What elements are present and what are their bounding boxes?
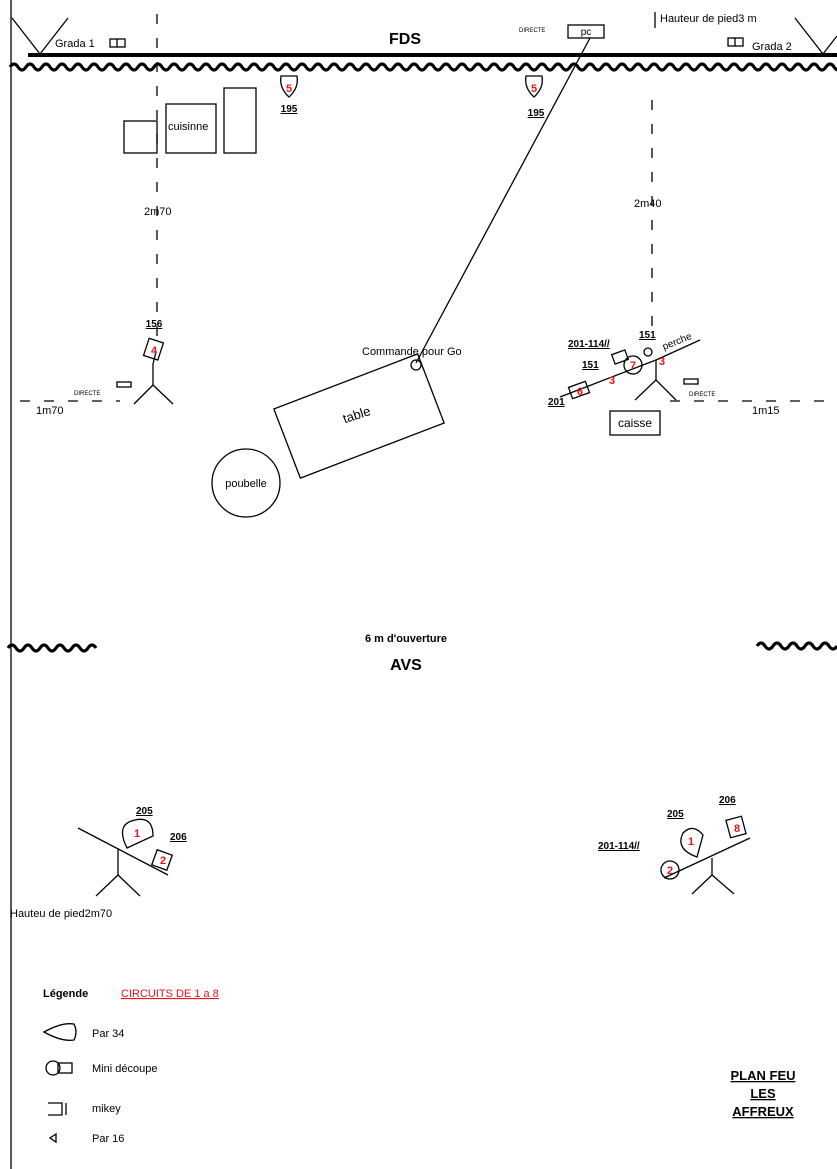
legend-par34-icon [42,1023,77,1041]
pc-box [567,24,605,39]
par34-icon [680,827,704,858]
actor-bottom-left [77,827,169,897]
gel-br-205: 205 [667,809,684,820]
mikey-icon [150,848,174,872]
actor-right [559,339,701,401]
bin-label: poubelle [225,478,267,490]
height-bottom-label: Hauteu de pied2m70 [10,908,112,920]
mikey-icon [567,380,591,400]
circuit-left-actor: 4 [151,345,158,357]
actor-bottom-right [663,837,751,895]
par34-icon [121,818,154,849]
legend-mikey-icon [48,1102,67,1116]
measure-right-side: 1m15 [752,405,780,417]
plan-title-3: AFFREUX [732,1104,794,1119]
command-cable [415,37,591,364]
legend-mikey: mikey [92,1103,121,1115]
command-button [410,359,422,371]
measure-left-side: 1m70 [36,405,64,417]
plan-title-1: PLAN FEU [731,1068,796,1083]
truss-right-leg [794,17,824,55]
directe-right: DIRECTE [689,392,715,398]
table-label: table [341,403,372,426]
grada-left-label: Grada 1 [55,38,95,50]
circuit-right-7: 7 [630,360,636,372]
circuit-right-3b: 3 [609,375,615,387]
truss-right-leg [822,35,837,55]
gel-right-main: 201-114// [568,339,610,350]
pole-label: perche [661,331,694,353]
par34-icon [280,75,298,98]
truss-left-leg [11,17,41,55]
command-label: Commande pour Go [362,346,462,358]
plan-title-2: LES [750,1086,776,1101]
curtain-top [8,62,837,72]
gel-br-206: 206 [719,795,736,806]
circuit-right-3a: 3 [659,356,665,368]
legend-mini-icon [45,1060,61,1076]
directe-plug-left [116,381,132,388]
height-top-label: Hauteur de pied3 m [660,13,757,25]
kitchen-block-3 [223,87,257,154]
legend-mini: Mini découpe [92,1063,157,1075]
mini-decoupe-icon [623,355,643,375]
kitchen-block-1 [123,120,158,154]
mini-decoupe-icon [660,860,680,880]
legend-par16-icon [48,1132,57,1144]
par16-icon [643,347,653,357]
avs-label: AVS [390,657,422,674]
circuit-br-8: 8 [734,823,740,835]
actor-left [133,351,174,405]
circuit-br-2: 2 [667,865,673,877]
pc-label: pc [581,27,592,38]
curtain-mid-right [755,641,837,651]
legend-par34: Par 34 [92,1028,124,1040]
circuit-top-a: 5 [286,83,292,95]
curtain-mid-left [6,643,98,653]
bin-prop [211,448,281,518]
directe-top: DIRECTE [519,28,545,34]
gel-top-b: 195 [528,108,545,119]
grada-right-label: Grada 2 [752,41,792,53]
par34-icon [525,75,543,98]
fds-label: FDS [389,31,421,48]
box-label: caisse [618,416,652,430]
directe-left: DIRECTE [74,391,100,397]
mini-decoupe-body [610,349,630,365]
truss-left-leg [39,17,69,55]
box-prop [609,410,661,436]
kitchen-block-2 [165,103,217,154]
kitchen-label: cuisinne [168,121,208,133]
gel-bl-205: 205 [136,806,153,817]
directe-plug-right [683,378,699,385]
gel-right-151a: 151 [639,330,656,341]
gel-right-151b: 151 [582,360,599,371]
circuit-bl-2: 2 [160,855,166,867]
circuit-bl-1: 1 [134,828,140,840]
opening-label: 6 m d'ouverture [365,633,447,645]
circuit-right-6: 6 [577,386,583,398]
circuit-br-1: 1 [688,836,694,848]
circuit-top-b: 5 [531,83,537,95]
measure-left-depth: 2m70 [144,206,172,218]
mikey-icon [142,337,165,361]
table-prop [273,353,445,479]
legend-title: Légende [43,988,88,1000]
measure-right-depth: 2m40 [634,198,662,210]
mikey-icon [725,815,747,839]
gel-br-201: 201-114// [598,841,640,852]
legend-mini-body [57,1062,73,1074]
legend-par16: Par 16 [92,1133,124,1145]
gel-right-201: 201 [548,397,565,408]
legend-circuits: CIRCUITS DE 1 a 8 [121,988,219,1000]
gel-bl-206: 206 [170,832,187,843]
gel-top-a: 195 [281,104,298,115]
gel-left-actor: 156 [146,319,163,330]
